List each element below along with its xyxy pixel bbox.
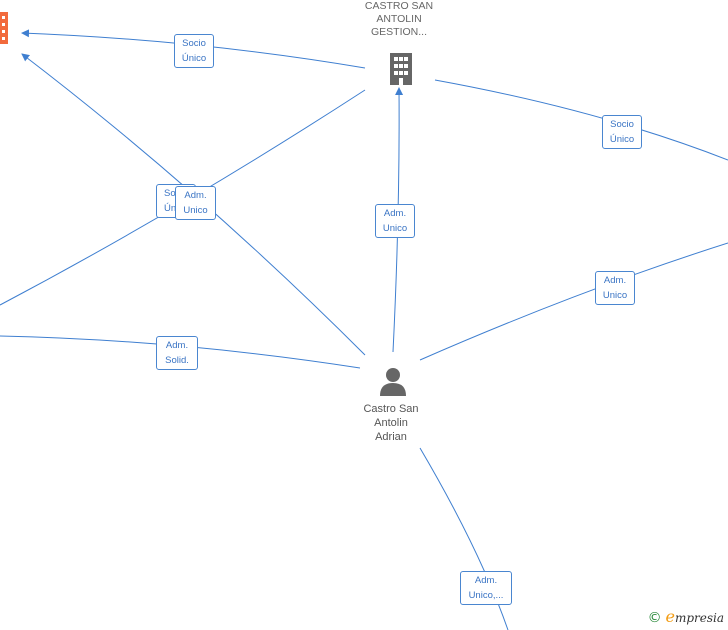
company-top-left-building-icon[interactable] (0, 12, 12, 44)
person-label-line-3: Adrian (375, 431, 407, 443)
edge-label-adm-unico-center[interactable]: Adm. Unico (375, 204, 415, 238)
company-main-label-line-3: GESTION... (370, 26, 427, 38)
edge-label-adm-unico-right[interactable]: Adm. Unico (595, 271, 635, 305)
edge-label-adm-unico-left[interactable]: Adm. Unico (175, 186, 216, 220)
company-main-label-line-1: CASTRO SAN (364, 0, 434, 12)
edge-label-line: So (164, 188, 176, 199)
edge-label-socio-unico-top[interactable]: Socio Único (174, 34, 214, 68)
edge-label-line: Socio (610, 119, 634, 130)
company-main-building-icon[interactable] (386, 51, 416, 85)
edge-main-to-right (434, 79, 728, 161)
company-main-label[interactable]: CASTRO SAN ANTOLIN GESTION... (344, 0, 454, 39)
edge-label-line: Unico (602, 290, 628, 301)
person-label-line-2: Antolin (374, 417, 408, 429)
edge-label-line: Adm. (165, 340, 189, 351)
edge-label-line: Único (181, 53, 207, 64)
copyright-icon: © (647, 610, 662, 626)
person-label-line-1: Castro San (363, 403, 419, 415)
edge-label-socio-unico-right[interactable]: Socio Único (602, 115, 642, 149)
empresia-logo: © empresia (648, 607, 724, 626)
edge-label-line: Adm. (184, 190, 207, 201)
edge-person-to-bottom (419, 447, 509, 630)
brand-name: mpresia (674, 611, 724, 625)
edge-label-line: Solid. (165, 355, 189, 366)
edge-label-line: Adm. (474, 575, 498, 586)
edge-label-line: Unico,... (468, 590, 504, 601)
edge-label-line: Ún (164, 203, 177, 214)
edge-label-adm-unico-bottom[interactable]: Adm. Unico,... (460, 571, 512, 605)
edge-label-line: Unico (183, 205, 208, 216)
edge-label-line: Unico (382, 223, 408, 234)
edge-label-line: Adm. (383, 208, 407, 219)
edge-label-line: Único (609, 134, 635, 145)
edge-label-line: Socio (182, 38, 206, 49)
brand-initial: e (665, 607, 675, 626)
person-label[interactable]: Castro San Antolin Adrian (336, 402, 446, 444)
edge-label-line: Adm. (603, 275, 627, 286)
company-main-label-line-2: ANTOLIN (376, 13, 422, 25)
person-icon[interactable] (378, 366, 408, 396)
edge-person-to-right (419, 242, 728, 361)
edge-label-adm-solid[interactable]: Adm. Solid. (156, 336, 198, 370)
